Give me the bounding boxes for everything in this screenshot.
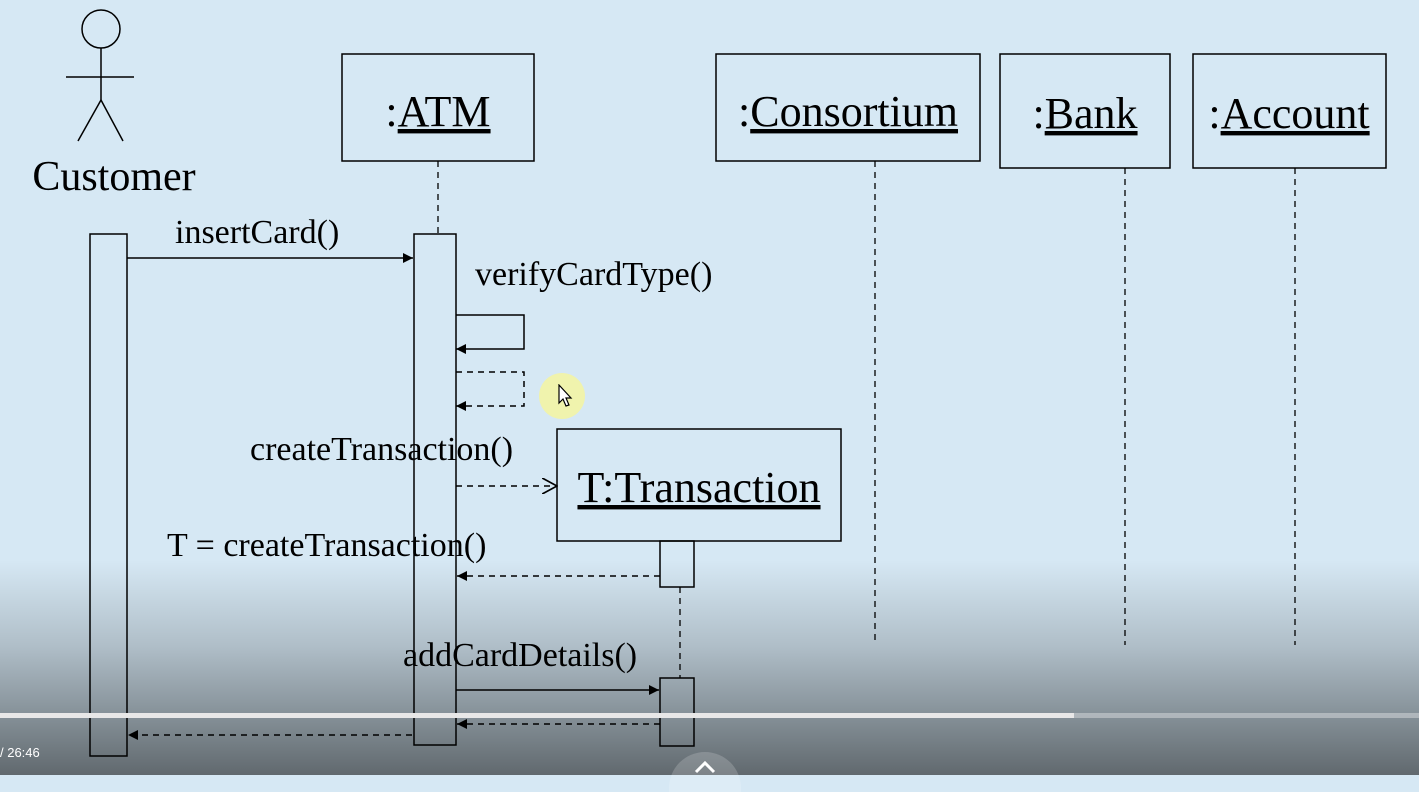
lifeline-prefix: : xyxy=(385,87,397,136)
actor-stick-figure-icon xyxy=(66,9,134,142)
message-add-card-details: addCardDetails() xyxy=(403,637,659,695)
lifeline-name: ATM xyxy=(398,87,491,136)
svg-text::Bank: :Bank xyxy=(1032,89,1137,138)
actor-customer: Customer xyxy=(32,9,196,200)
lifeline-name: Consortium xyxy=(750,87,958,136)
svg-text::Consortium: :Consortium xyxy=(738,87,958,136)
actor-name: Customer xyxy=(32,154,195,200)
mouse-pointer-icon xyxy=(558,384,573,407)
message-label: addCardDetails() xyxy=(403,637,637,674)
seek-bar[interactable] xyxy=(0,713,1419,718)
lifeline-head-transaction: T:Transaction xyxy=(556,428,842,542)
seek-bar-played xyxy=(0,713,1075,718)
message-label: createTransaction() xyxy=(250,431,513,468)
message-insert-card: insertCard() xyxy=(127,214,413,263)
message-transaction-return: T = createTransaction() xyxy=(167,527,660,581)
lifeline-name: Bank xyxy=(1045,89,1138,138)
svg-text::Account: :Account xyxy=(1208,89,1369,138)
lifeline-head-bank: :Bank xyxy=(999,53,1171,169)
message-label: T = createTransaction() xyxy=(167,527,486,564)
lifeline-name: T:Transaction xyxy=(577,463,820,512)
time-display: / 26:46 xyxy=(0,745,40,760)
lifeline-head-consortium: :Consortium xyxy=(715,53,981,162)
activation-transaction-create xyxy=(659,540,695,588)
lifeline-name: Account xyxy=(1221,89,1370,138)
lifeline-prefix: : xyxy=(1208,89,1220,138)
activation-transaction-details xyxy=(659,677,695,747)
message-verify-return xyxy=(456,371,525,411)
lifeline-head-account: :Account xyxy=(1192,53,1387,169)
svg-text::ATM: :ATM xyxy=(385,87,490,136)
lifeline-prefix: : xyxy=(1032,89,1044,138)
message-verify-card-type: verifyCardType() xyxy=(456,256,712,354)
lifeline-head-atm: :ATM xyxy=(341,53,535,162)
message-label: insertCard() xyxy=(175,214,339,251)
chevron-up-icon xyxy=(694,760,716,774)
lifeline-prefix: : xyxy=(738,87,750,136)
message-create-transaction: createTransaction() xyxy=(250,431,557,486)
sequence-diagram: Customer :ATM :Consortium :Bank :Account… xyxy=(32,9,1387,757)
activation-customer xyxy=(89,233,128,757)
message-label: verifyCardType() xyxy=(475,256,712,293)
expand-controls-button[interactable] xyxy=(669,752,741,792)
svg-text:T:Transaction: T:Transaction xyxy=(577,463,820,512)
